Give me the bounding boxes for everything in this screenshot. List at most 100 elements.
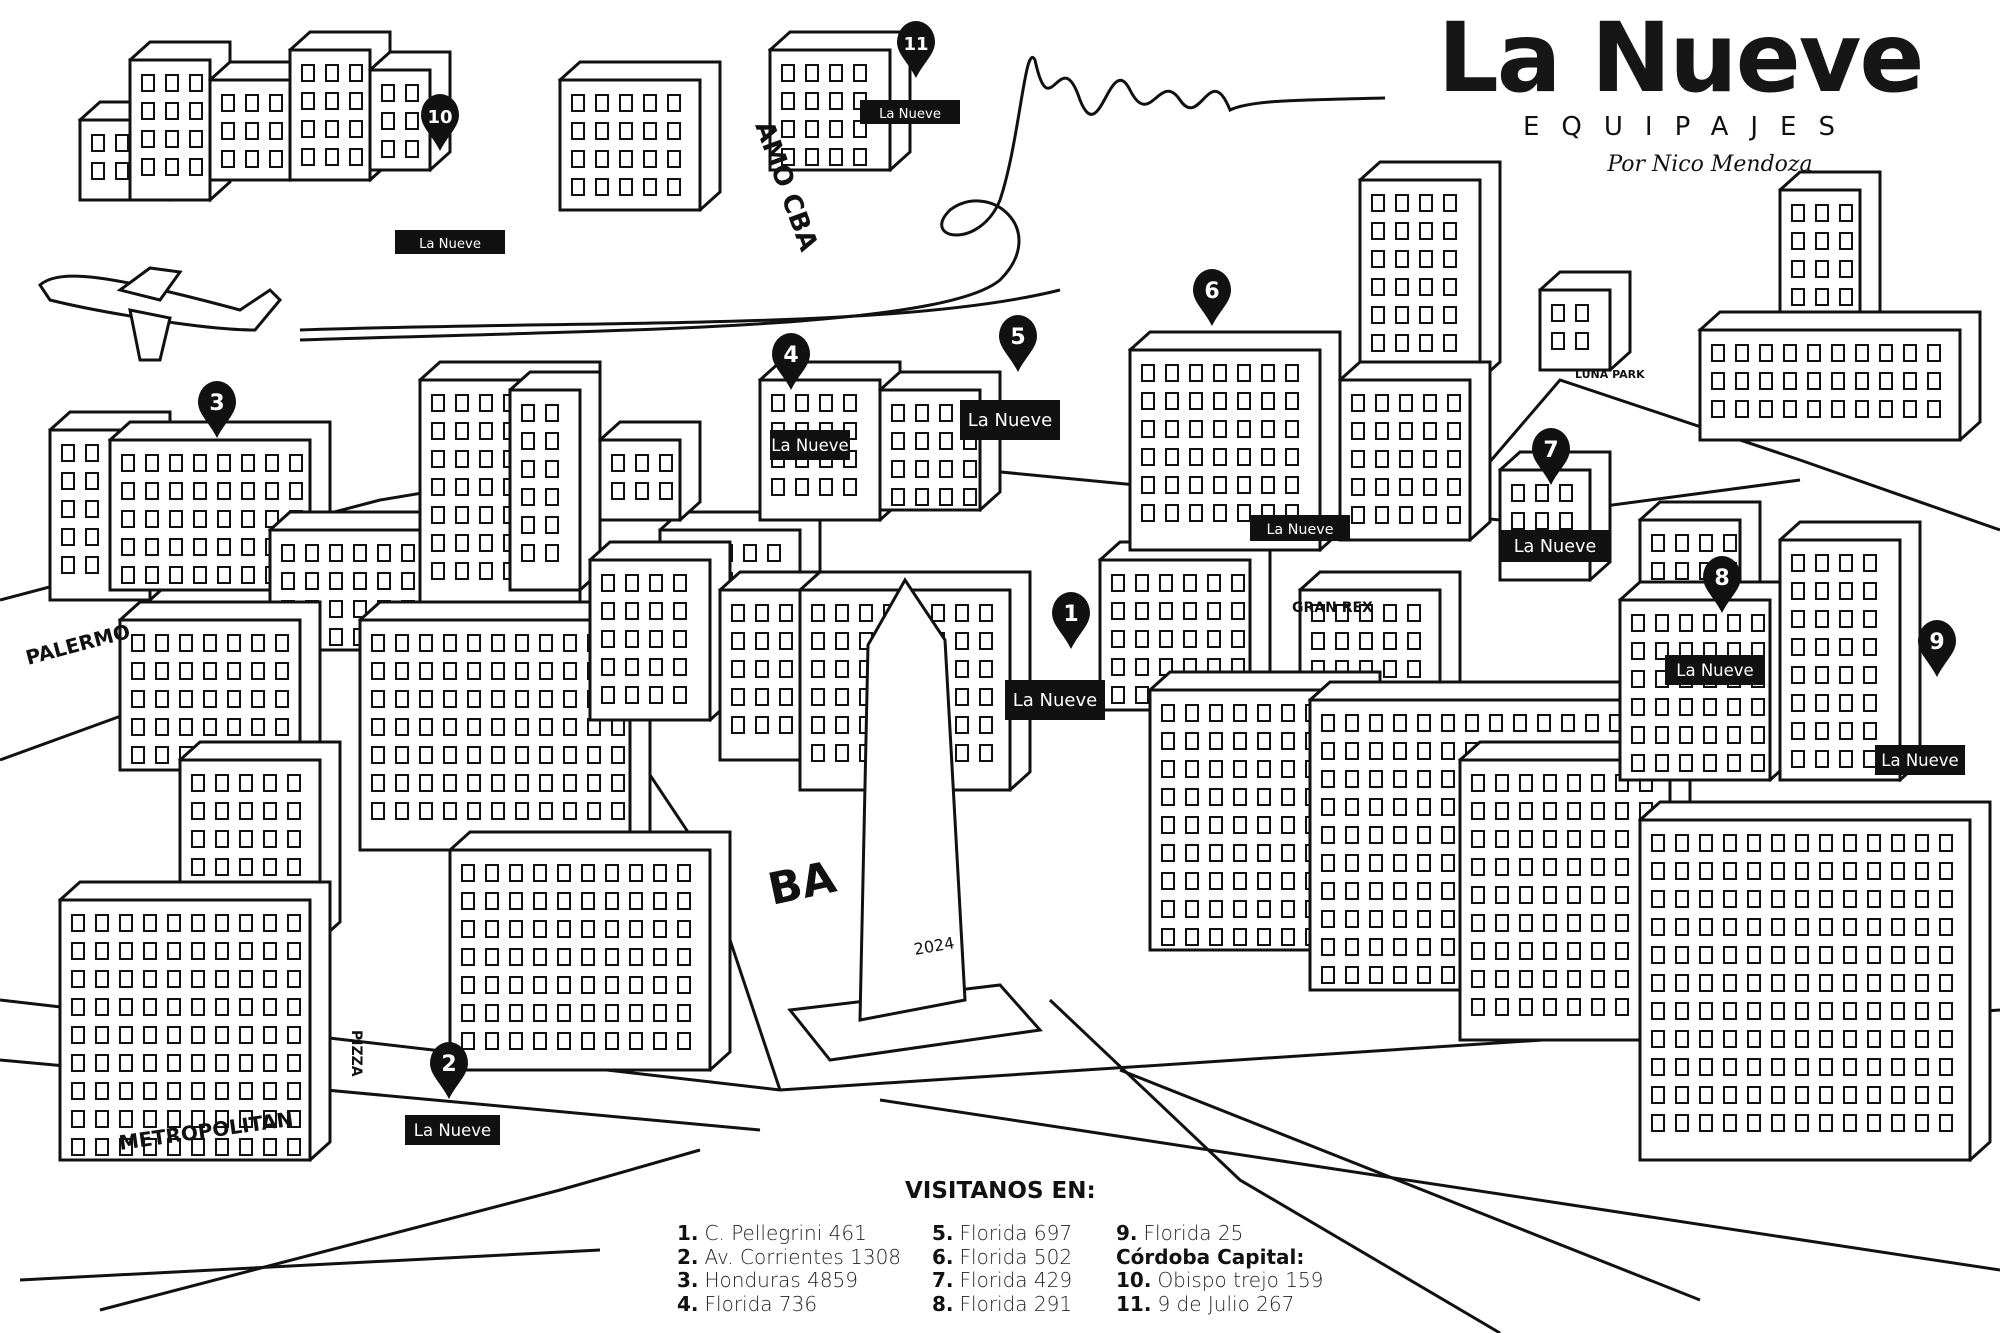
map-pin-icon [430,1042,468,1099]
map-pin-icon [1193,269,1231,326]
buildings [48,30,1992,1163]
building [1697,310,1982,442]
marker-number: 3 [209,391,224,416]
building [1127,330,1342,553]
store-sign: La Nueve [860,100,960,124]
building [1337,360,1492,543]
legend-column-2: 5.Florida 697 6.Florida 502 7.Florida 42… [932,1221,1073,1316]
map-pin-icon [1532,428,1570,485]
legend-item: 8.Florida 291 [932,1291,1073,1316]
legend-item: 6.Florida 502 [932,1244,1073,1269]
svg-text:La Nueve: La Nueve [1266,522,1333,538]
location-marker-6[interactable]: 6 [1193,269,1231,326]
building [288,30,392,183]
brand-subtitle: EQUIPAJES [1523,112,1857,142]
legend-item: 1.C. Pellegrini 461 [677,1221,867,1245]
legend-item: 4.Florida 736 [677,1291,818,1316]
map-pin-icon [198,381,236,438]
decorative-squiggle [299,55,1386,342]
store-sign: La Nueve [960,400,1060,440]
building [1537,270,1632,373]
svg-text:La Nueve: La Nueve [1676,661,1753,680]
brand-title: La Nueve [1437,2,1925,114]
legend-item: 11.9 de Julio 267 [1116,1291,1295,1316]
legend-column-1: 1.C. Pellegrini 461 2.Av. Corrientes 130… [677,1221,902,1316]
building [587,540,732,723]
location-marker-10[interactable]: 10 [421,94,459,151]
store-sign: La Nueve [1500,530,1610,562]
legend-item: 7.Florida 429 [932,1268,1073,1292]
svg-text:La Nueve: La Nueve [419,237,481,252]
svg-text:La Nueve: La Nueve [1881,751,1958,770]
building [447,830,732,1072]
store-sign: La Nueve [395,230,505,254]
marker-number: 8 [1714,566,1729,591]
map-pin-icon [1918,620,1956,677]
building [57,880,332,1163]
store-sign: La Nueve [1875,745,1965,775]
svg-text:La Nueve: La Nueve [879,107,941,122]
svg-text:La Nueve: La Nueve [1013,690,1097,711]
building [1778,520,1922,783]
store-sign: La Nueve [1005,680,1105,720]
map-pin-icon [772,333,810,390]
location-marker-2[interactable]: 2 [430,1042,468,1099]
map-pin-icon [1052,592,1090,649]
location-marker-11[interactable]: 11 [897,21,935,78]
brand-byline: Por Nico Mendoza [1607,152,1813,177]
svg-text:La Nueve: La Nueve [771,436,848,455]
building [597,420,702,523]
building [557,60,722,213]
location-marker-3[interactable]: 3 [198,381,236,438]
building [128,40,232,203]
road-line [99,1148,701,1312]
location-marker-7[interactable]: 7 [1532,428,1570,485]
store-sign: La Nueve [1665,655,1765,685]
store-sign: La Nueve [405,1115,500,1145]
label-luna-park: LUNA PARK [1575,368,1645,381]
map-pin-icon [421,94,459,151]
marker-number: 9 [1929,630,1944,655]
label-ba: BA [764,852,841,916]
location-marker-4[interactable]: 4 [772,333,810,390]
location-marker-9[interactable]: 9 [1918,620,1956,677]
marker-number: 4 [783,343,798,368]
marker-number: 10 [427,107,452,128]
marker-number: 1 [1063,602,1078,627]
road-line [879,1098,2000,1272]
road-line [1048,998,1501,1333]
label-gran-rex: GRAN REX [1292,600,1373,616]
marker-number: 7 [1543,438,1558,463]
legend-region-heading: Córdoba Capital: [1116,1244,1305,1269]
building [357,600,652,852]
road-line [19,1248,601,1282]
road-line [1438,378,2000,532]
marker-number: 2 [441,1052,456,1077]
location-marker-5[interactable]: 5 [999,315,1037,372]
store-signs: La Nueve La Nueve La Nueve La Nueve La Nueve… [395,100,1965,1145]
legend-item: 3.Honduras 4859 [677,1268,858,1292]
svg-text:La Nueve: La Nueve [1514,537,1597,557]
building [508,370,602,593]
road-line [299,288,1061,332]
store-sign: La Nueve [770,430,850,460]
label-pizza: PIZZA [348,1030,364,1077]
svg-text:La Nueve: La Nueve [414,1121,491,1140]
building [1457,740,1692,1043]
legend-item: 5.Florida 697 [932,1221,1073,1245]
legend-column-3: 9.Florida 25 Córdoba Capital: 10.Obispo … [1116,1221,1323,1316]
store-sign: La Nueve [1250,515,1350,541]
svg-text:La Nueve: La Nueve [968,410,1052,431]
brand-logo: La Nueve EQUIPAJES Por Nico Mendoza [1420,8,1940,177]
label-palermo: PALERMO [23,619,133,670]
location-marker-8[interactable]: 8 [1703,556,1741,613]
marker-number: 6 [1204,279,1219,304]
map-pin-icon [1703,556,1741,613]
building [877,370,1002,513]
map-pin-icon [999,315,1037,372]
location-marker-1[interactable]: 1 [1052,592,1090,649]
marker-number: 5 [1010,325,1025,350]
legend-item: 2.Av. Corrientes 1308 [677,1244,902,1269]
obelisk: 2024 [787,577,1043,1062]
